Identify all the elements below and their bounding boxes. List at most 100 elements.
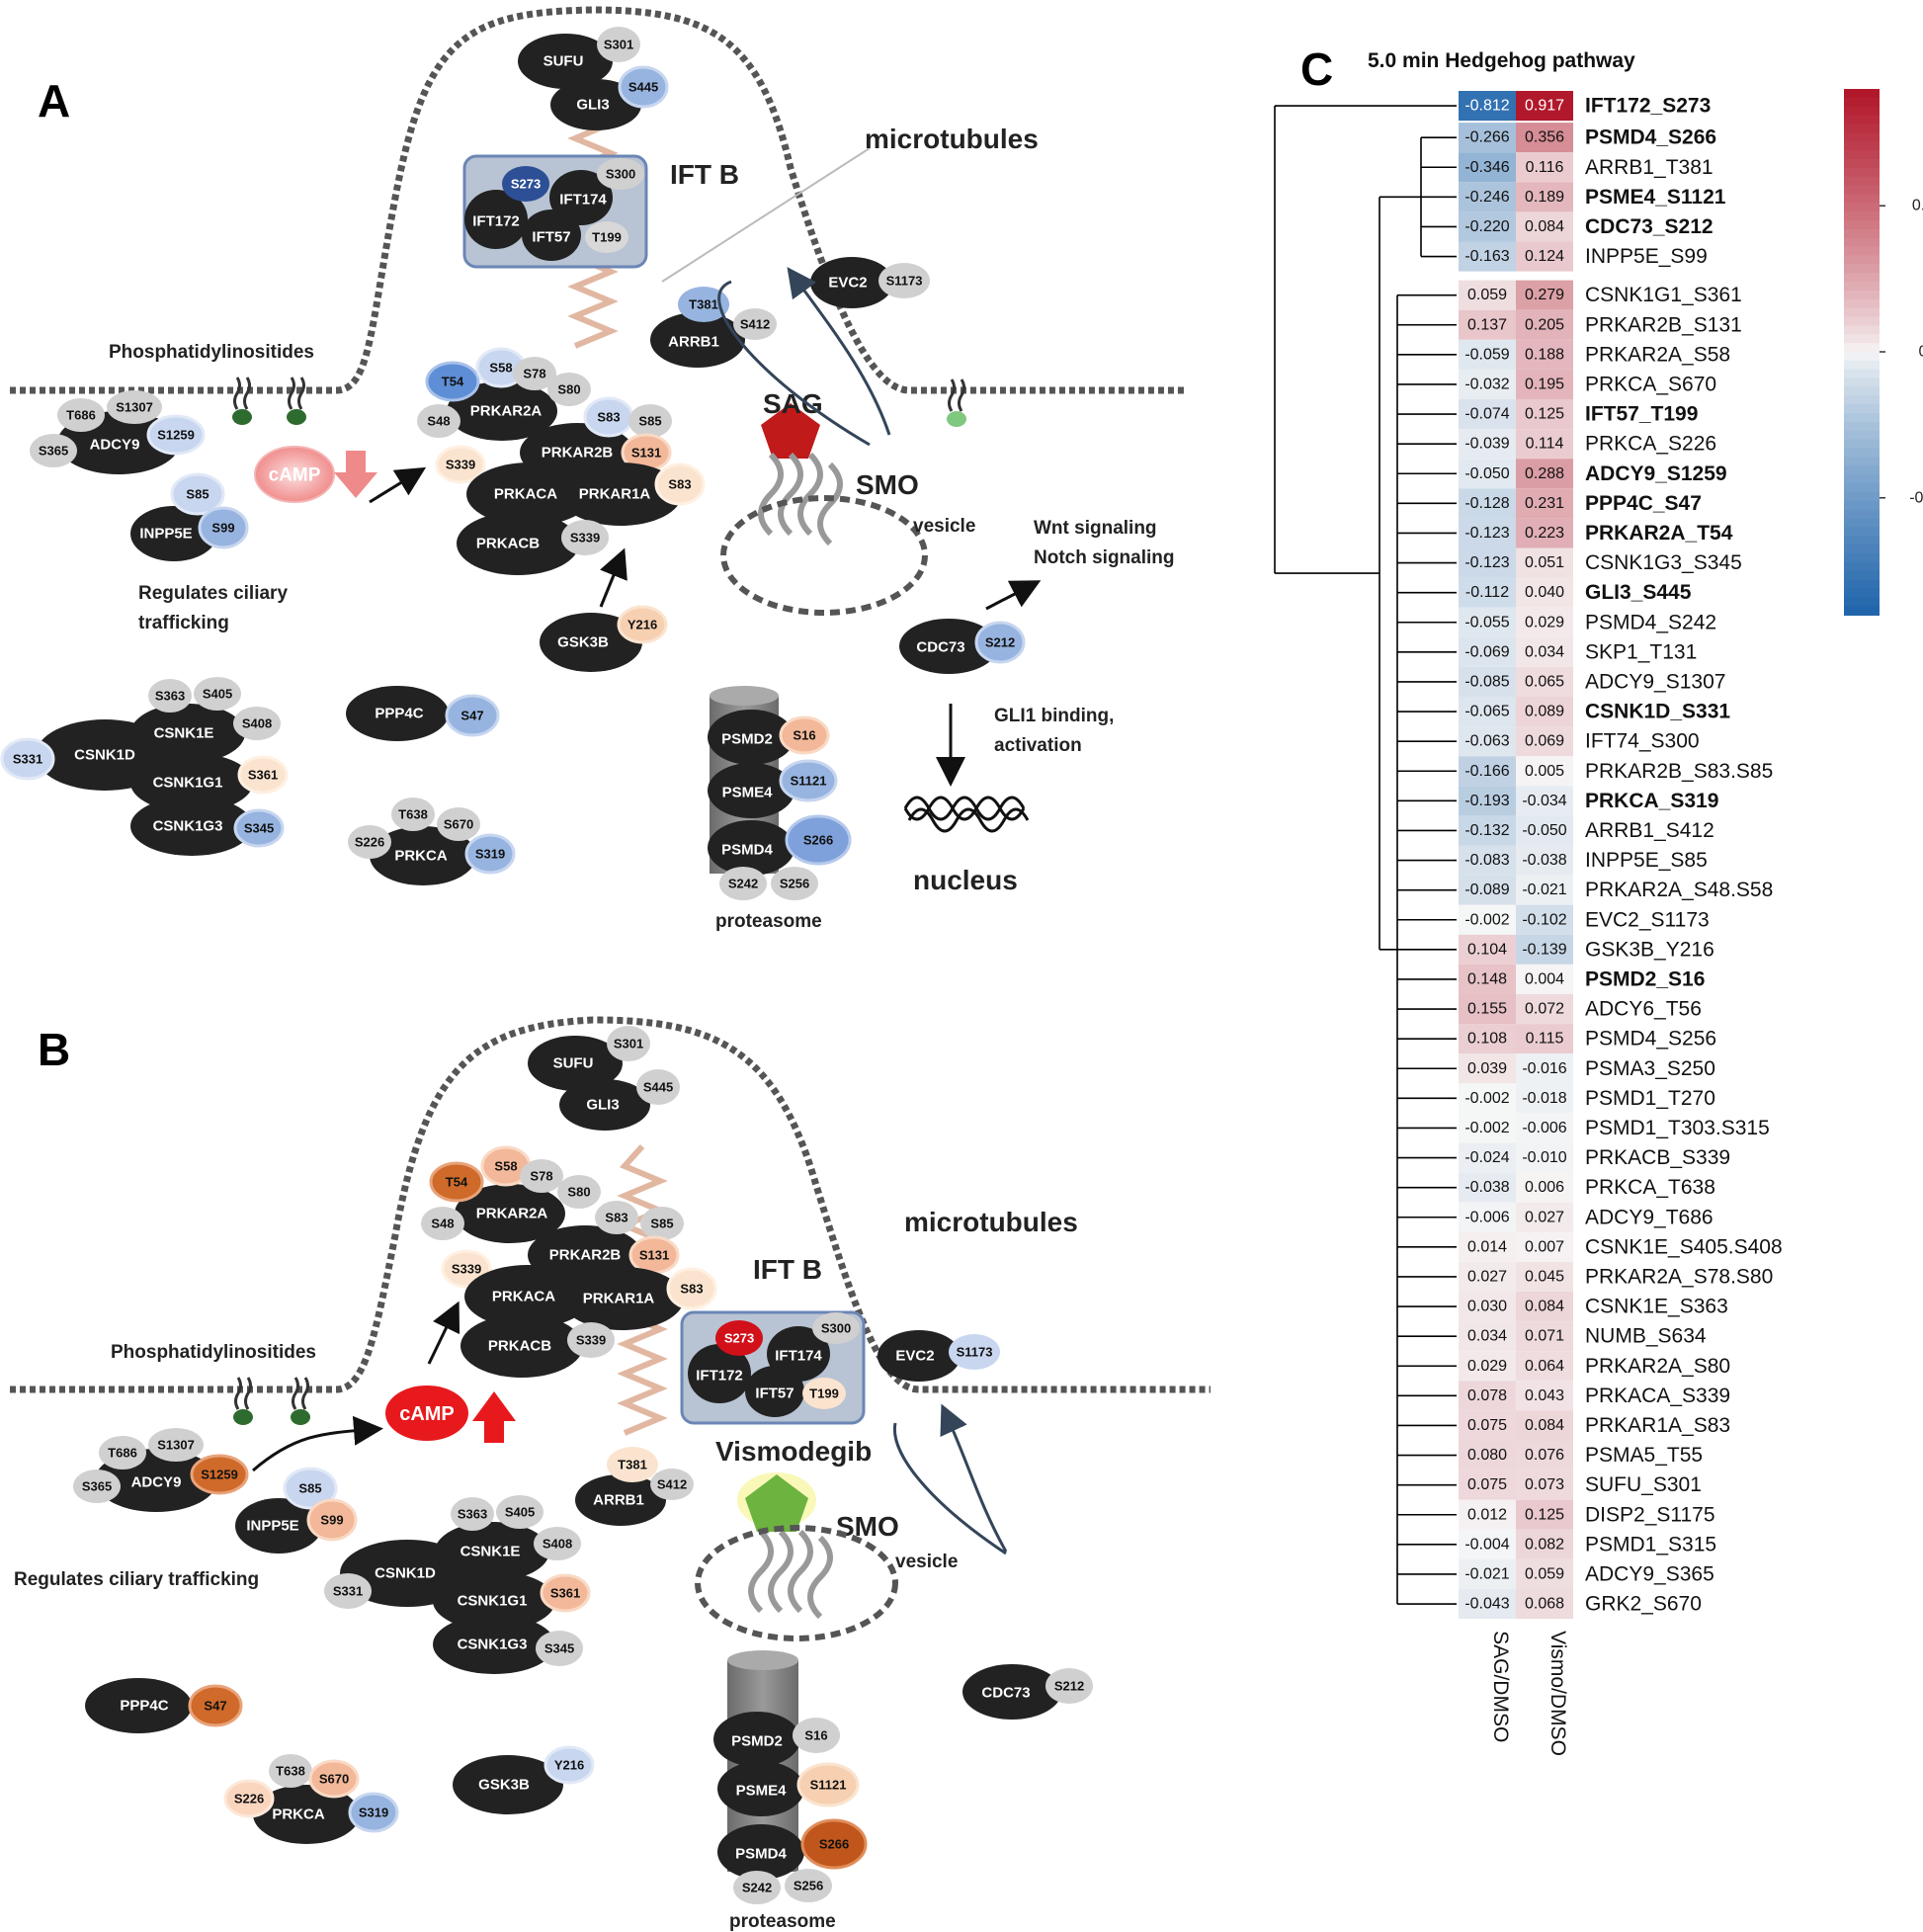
heatmap-cell [1459,636,1516,667]
colorbar-segment [1844,606,1880,616]
heatmap-cell-value: -0.006 [1464,1209,1509,1225]
colorbar-segment [1844,246,1880,257]
heatmap-cell-value: 0.078 [1467,1387,1507,1404]
ck1-cluster-b: CSNK1D S331 CSNK1E S363 S405 S408 CSNK1G… [324,1495,591,1674]
heatmap-cell-value: -0.163 [1464,248,1509,265]
heatmap-cell [1459,1440,1516,1470]
heatmap-cell [1516,726,1573,757]
heatmap-row-label: GLI3_S445 [1585,581,1692,604]
site-t54: T54 [442,375,464,389]
heatmap-cell [1516,1202,1573,1232]
heatmap-cell [1516,904,1573,935]
site-s331-b: S331 [333,1584,363,1599]
gsk3b-b: GSK3B Y216 [453,1745,595,1814]
site-s670: S670 [444,817,473,832]
site-s212-b: S212 [1054,1679,1084,1694]
prkca-node: PRKCA [394,848,448,865]
heatmap-cell-value: -0.193 [1464,793,1509,809]
vesicle-icon-a [720,495,928,616]
site-y216: Y216 [627,618,657,632]
heatmap-cell-value: 0.125 [1525,406,1564,423]
phosphatidylinositides-label-b: Phosphatidylinositides [111,1342,316,1363]
heatmap-column-label-vismo: Vismo/DMSO [1547,1631,1569,1756]
colorbar-segment [1844,273,1880,284]
heatmap-cell [1459,182,1516,212]
heatmap-cell-value: 0.195 [1525,376,1564,392]
site-s99: S99 [211,521,234,536]
heatmap-cell-value: 0.114 [1526,436,1564,453]
heatmap-cell-value: 0.068 [1525,1596,1564,1613]
heatmap-cell-value: 0.104 [1467,941,1507,958]
ift174-node-b: IFT174 [775,1348,822,1365]
heatmap-cell-value: -0.346 [1464,159,1509,176]
proteasome-label-b: proteasome [729,1911,836,1932]
ppp4c-node: PPP4C [375,706,423,722]
site-s78: S78 [523,367,545,381]
heatmap-cell [1459,309,1516,340]
heatmap-cell [1459,429,1516,460]
colorbar-segment [1844,369,1880,379]
site-s670-b: S670 [319,1772,349,1787]
site-s58-b: S58 [494,1159,517,1174]
heatmap-row-label: PRKACB_S339 [1585,1146,1730,1169]
heatmap-row-label: ADCY9_S1259 [1585,462,1727,485]
gsk3b-node-b: GSK3B [478,1777,530,1794]
prkar1a-node-b: PRKAR1A [583,1291,655,1307]
heatmap-row-label: INPP5E_S85 [1585,849,1708,872]
heatmap-cell [1459,1558,1516,1589]
site-s47-b: S47 [204,1699,226,1714]
arrb1-node-b: ARRB1 [593,1492,644,1509]
heatmap-cell [1516,488,1573,519]
colorbar: 0.50-0.5 [1844,89,1923,616]
heatmap-cell [1459,1142,1516,1173]
heatmap-cell-value: 0.205 [1525,316,1564,333]
colorbar-segment [1844,579,1880,590]
smo-receptor-a: SAG SMO vesicle [717,267,975,616]
heatmap-row-label: ARRB1_S412 [1585,819,1714,842]
smo-helix-icon [758,452,843,546]
heatmap-cell-value: -0.065 [1464,704,1509,720]
proteasome-b: PSMD2 S16 PSME4 S1121 PSMD4 S266 S242 S2… [713,1650,868,1904]
heatmap-cell [1459,786,1516,816]
heatmap-cell [1459,280,1516,310]
site-y216-b: Y216 [554,1758,584,1773]
heatmap-cell [1459,518,1516,548]
site-t199-b: T199 [809,1386,839,1401]
heatmap-cell-value: 0.917 [1525,98,1564,115]
heatmap-cell [1516,309,1573,340]
colorbar-segment [1844,343,1880,353]
colorbar-segment [1844,378,1880,388]
site-s85: S85 [186,487,209,502]
heatmap-cell-value: 0.059 [1467,287,1507,303]
heatmap-cell-value: -0.812 [1464,98,1509,115]
heatmap-cell-value: 0.006 [1525,1179,1564,1196]
heatmap-cell-value: 0.040 [1525,584,1564,601]
heatmap-row-label: SUFU_S301 [1585,1473,1702,1496]
colorbar-segment [1844,237,1880,248]
colorbar-segment [1844,465,1880,476]
site-s226: S226 [355,835,384,850]
heatmap-cell [1459,1321,1516,1352]
site-s361-b: S361 [550,1586,580,1601]
heatmap-cell [1516,1113,1573,1143]
heatmap-cell [1459,666,1516,697]
colorbar-segment [1844,430,1880,441]
sufu-node-b: SUFU [553,1055,594,1072]
heatmap-cell-value: 0.069 [1525,733,1564,750]
heatmap-cell-value: 0.137 [1467,316,1507,333]
ift-b-label-a: IFT B [670,159,739,190]
heatmap-cell-value: 0.072 [1525,1001,1564,1018]
adcy9-node: ADCY9 [90,437,140,454]
heatmap-cell [1459,1589,1516,1620]
heatmap-cell-value: 0.034 [1467,1328,1507,1345]
colorbar-segment [1844,106,1880,117]
ift172-node-b: IFT172 [696,1368,743,1385]
heatmap-cell-value: 0.030 [1467,1299,1507,1315]
camp-label-b: cAMP [399,1403,455,1425]
site-s131-b: S131 [639,1248,669,1263]
heatmap-cell [1459,815,1516,846]
heatmap-cell-value: -0.246 [1464,189,1509,206]
smo-receptor-b: Vismodegib SMO vesicle [695,1403,1008,1641]
heatmap-cell [1516,1499,1573,1530]
